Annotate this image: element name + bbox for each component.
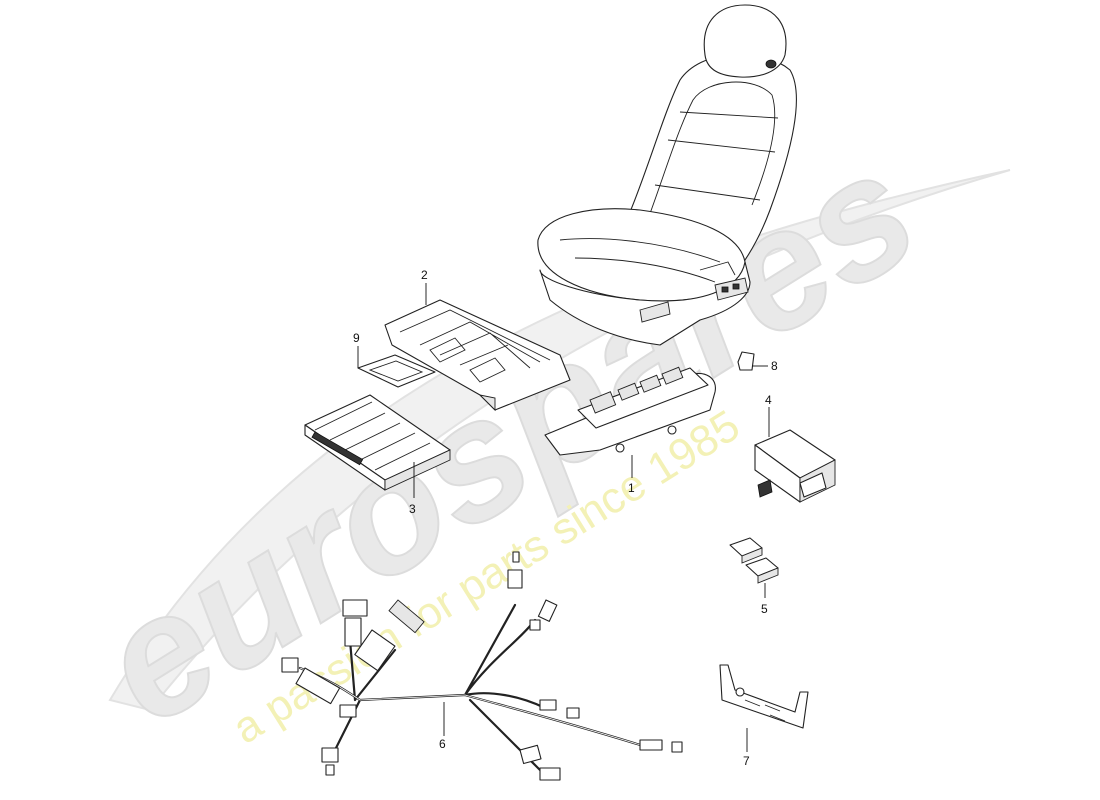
callout-8: 8 (771, 359, 778, 373)
part-6-wiring-harness (281, 551, 683, 781)
part-2-seat-frame (384, 299, 571, 412)
part-7-bracket (719, 664, 809, 729)
callout-9: 9 (353, 331, 360, 345)
callout-6: 6 (439, 737, 446, 751)
callout-3: 3 (409, 502, 416, 516)
part-1-switch-panel (544, 366, 716, 456)
callout-5: 5 (761, 602, 768, 616)
part-4-relay (754, 429, 836, 503)
callout-7: 7 (743, 754, 750, 768)
part-5-clips (729, 537, 779, 584)
watermark-logo-text: eurospares (69, 115, 947, 762)
callouts: 1 2 3 4 5 6 7 8 9 (353, 268, 778, 768)
callout-2: 2 (421, 268, 428, 282)
part-9-tray (357, 354, 436, 388)
callout-1: 1 (628, 481, 635, 495)
watermark: eurospares a passion for parts since 198… (68, 114, 1011, 762)
part-8-knob (737, 351, 755, 371)
part-3-control-unit (304, 394, 451, 491)
callout-4: 4 (765, 393, 772, 407)
seat-assembly (537, 4, 797, 346)
